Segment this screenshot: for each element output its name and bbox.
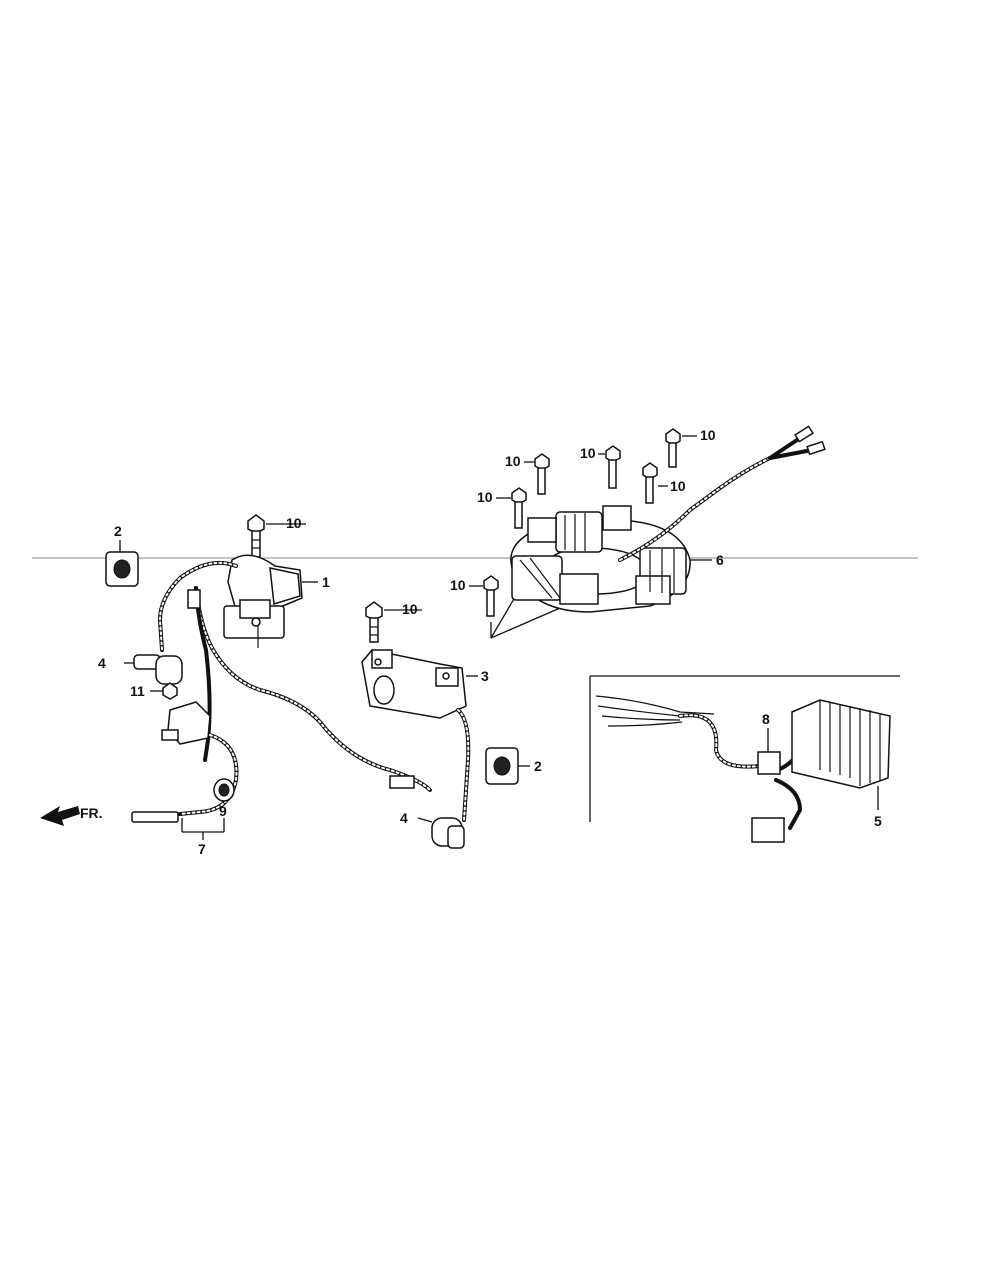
ignition-coil-1 (223, 554, 318, 648)
bolt-10-middle (365, 601, 383, 643)
callout-1: 1 (322, 574, 330, 590)
callout-10-e: 10 (477, 489, 493, 505)
callout-8: 8 (762, 711, 770, 727)
ignition-coil-3 (361, 649, 478, 719)
callout-4-right: 4 (400, 810, 408, 826)
bolt-10-a (534, 453, 550, 495)
callout-10-middle: 10 (402, 601, 418, 617)
bolt-10-d (642, 462, 658, 504)
grommet-2-left (105, 540, 139, 587)
grommet-2-right (485, 747, 530, 785)
bolt-10-e (511, 487, 527, 529)
bolt-10-left (247, 514, 265, 558)
bolt-10-c (665, 428, 681, 468)
callout-4-left: 4 (98, 655, 106, 671)
callout-10-left: 10 (286, 515, 302, 531)
front-direction-label: FR. (80, 805, 103, 821)
front-direction-arrow-icon: FR. (40, 805, 103, 826)
spark-plug-cap-4-left (124, 654, 183, 685)
bolt-10-f (483, 575, 499, 617)
callout-10-a: 10 (505, 453, 521, 469)
screw-11 (150, 682, 178, 700)
callout-5: 5 (874, 813, 882, 829)
voltage-regulator-5 (791, 699, 891, 810)
callout-10-f: 10 (450, 577, 466, 593)
charge-coil-stator-6 (510, 505, 712, 613)
callout-9: 9 (219, 803, 227, 819)
callout-3: 3 (481, 668, 489, 684)
spark-plug-cap-4-right (417, 817, 465, 849)
grommet-9 (213, 778, 235, 802)
callout-11: 11 (130, 683, 145, 699)
oil-alert-unit (161, 701, 211, 745)
callout-6: 6 (716, 552, 724, 568)
callout-10-b: 10 (580, 445, 596, 461)
bolt-10-b (605, 445, 621, 489)
callout-2-right: 2 (534, 758, 542, 774)
callout-10-d: 10 (670, 478, 686, 494)
callout-7: 7 (198, 841, 206, 857)
callout-10-c: 10 (700, 427, 716, 443)
callout-2-left: 2 (114, 523, 122, 539)
engine-switch-wire-7 (131, 733, 239, 840)
